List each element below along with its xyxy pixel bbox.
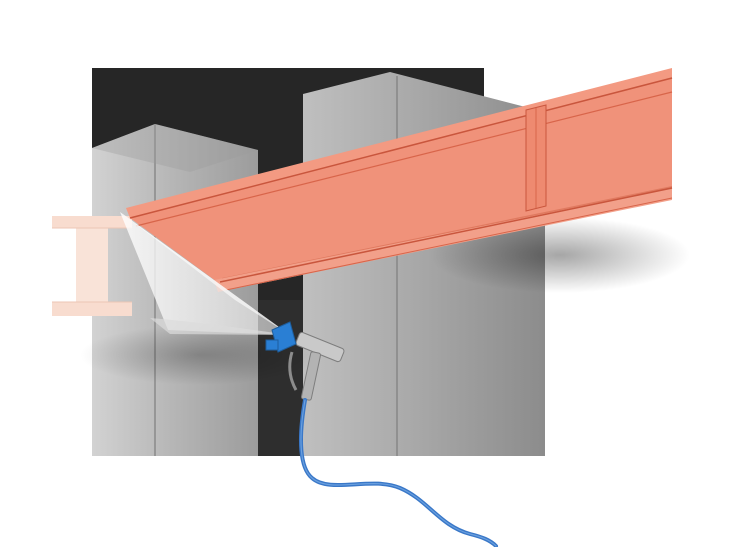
- hose-icon: [298, 398, 498, 547]
- spray-gun-icon: [265, 321, 345, 401]
- spray-mist-icon: [120, 212, 290, 335]
- beam-shadow: [80, 217, 690, 385]
- i-beam-icon: [126, 68, 673, 292]
- i-beam-uncoated-end: [52, 216, 132, 316]
